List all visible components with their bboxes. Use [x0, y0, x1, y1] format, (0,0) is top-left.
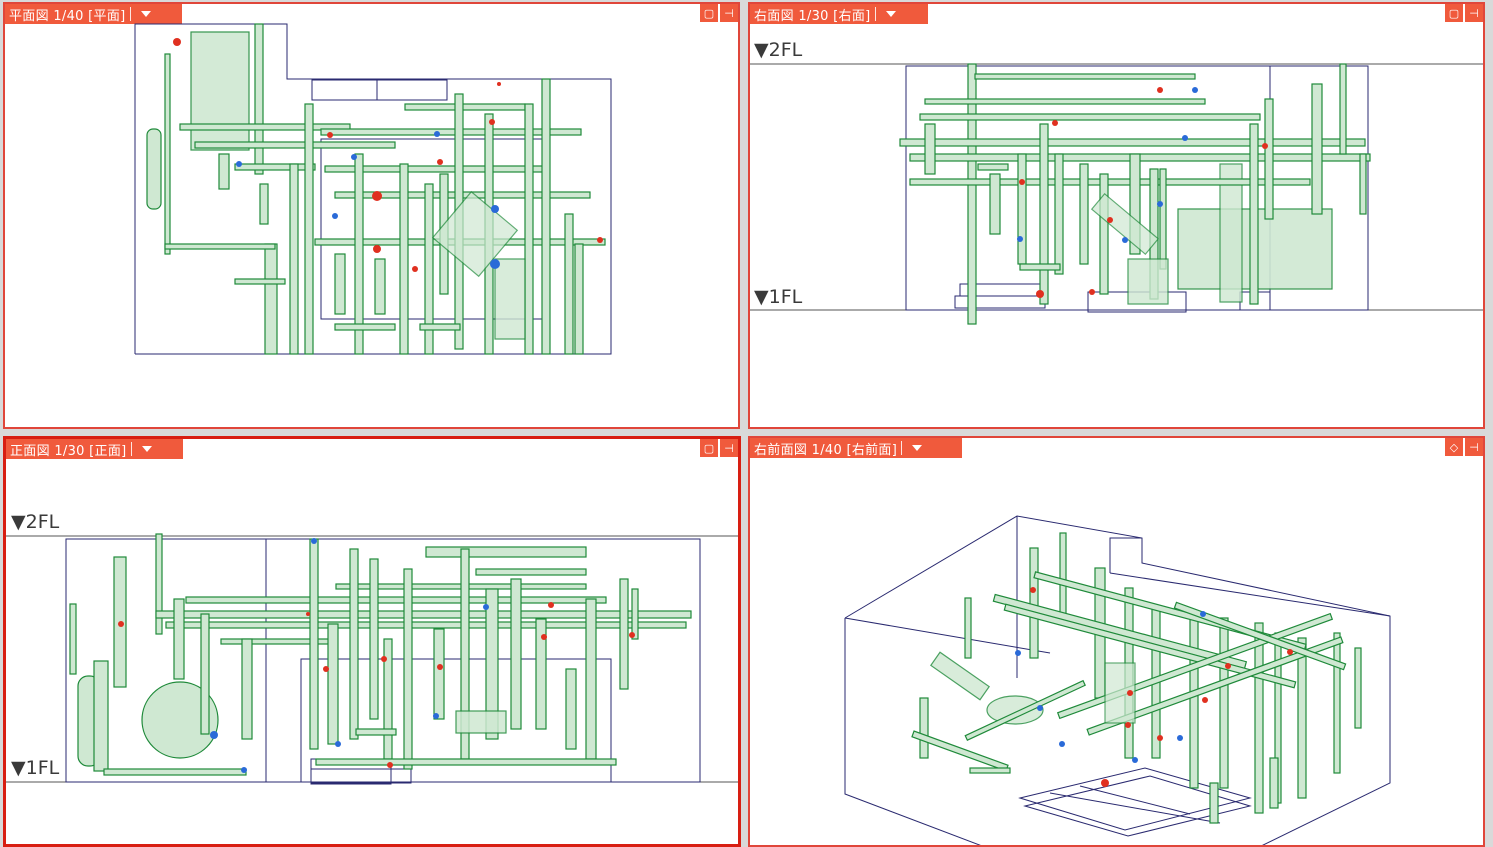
pin-icon[interactable]: ⊣ — [1465, 438, 1483, 456]
isometric-viewport[interactable]: 右前面図 1/40 [右前面] ◇ ⊣ — [748, 436, 1485, 847]
level-marker-1fl: ▼1FL — [11, 757, 60, 779]
restore-view-icon[interactable]: ◇ — [1445, 438, 1463, 456]
right-elevation-drawing[interactable] — [750, 4, 1485, 429]
viewport-controls: ▢ ⊣ — [700, 4, 738, 22]
pin-icon[interactable]: ⊣ — [720, 439, 738, 457]
viewport-controls: ▢ ⊣ — [1445, 4, 1483, 22]
tab-separator — [130, 442, 132, 456]
viewport-controls: ▢ ⊣ — [700, 439, 738, 457]
right-elevation-viewport[interactable]: 右面図 1/30 [右面] ▢ ⊣ ▼2FL ▼1FL — [748, 2, 1485, 429]
view-title-tab[interactable]: 正面図 1/30 [正面] — [6, 439, 183, 459]
view-title-tab[interactable]: 右面図 1/30 [右面] — [750, 4, 928, 24]
plan-drawing[interactable] — [5, 4, 740, 429]
window-maximize-icon[interactable]: ▢ — [700, 439, 718, 457]
view-title: 正面図 1/30 [正面] — [10, 443, 127, 459]
tab-separator — [901, 441, 903, 455]
view-title-tab[interactable]: 右前面図 1/40 [右前面] — [750, 438, 962, 458]
level-marker-1fl: ▼1FL — [754, 286, 803, 308]
view-title: 右前面図 1/40 [右前面] — [754, 442, 898, 458]
isometric-drawing[interactable] — [750, 438, 1485, 847]
plan-viewport[interactable]: 平面図 1/40 [平面] ▢ ⊣ — [3, 2, 740, 429]
view-title: 平面図 1/40 [平面] — [9, 8, 126, 24]
tab-separator — [129, 7, 131, 21]
view-title-tab[interactable]: 平面図 1/40 [平面] — [5, 4, 182, 24]
window-maximize-icon[interactable]: ▢ — [1445, 4, 1463, 22]
front-elevation-viewport[interactable]: 正面図 1/30 [正面] ▢ ⊣ ▼2FL ▼1FL — [3, 436, 741, 847]
viewport-controls: ◇ ⊣ — [1445, 438, 1483, 456]
level-marker-2fl: ▼2FL — [11, 511, 60, 533]
view-title: 右面図 1/30 [右面] — [754, 8, 871, 24]
pin-icon[interactable]: ⊣ — [720, 4, 738, 22]
window-maximize-icon[interactable]: ▢ — [700, 4, 718, 22]
tab-separator — [874, 7, 876, 21]
level-marker-2fl: ▼2FL — [754, 39, 803, 61]
pin-icon[interactable]: ⊣ — [1465, 4, 1483, 22]
front-elevation-drawing[interactable] — [6, 439, 741, 847]
